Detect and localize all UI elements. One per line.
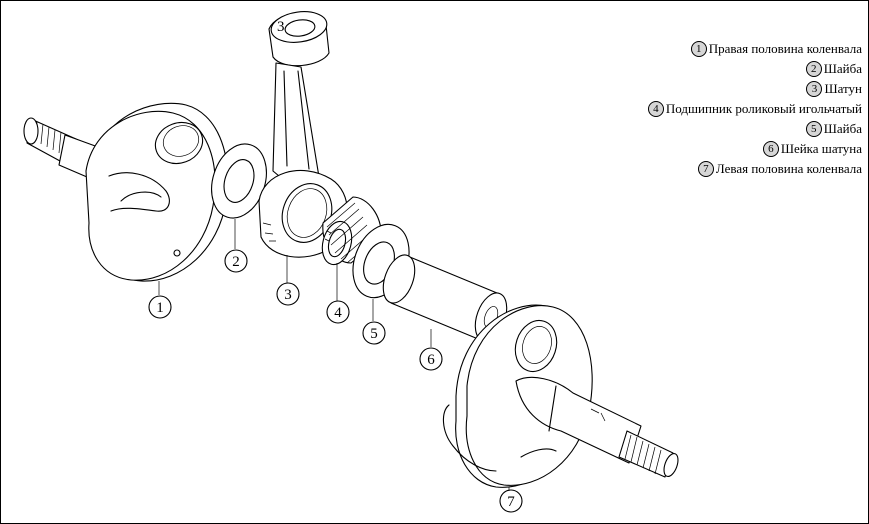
washer-2 xyxy=(211,143,267,219)
legend-number-badge: 3 xyxy=(806,81,823,97)
svg-text:6: 6 xyxy=(427,352,435,368)
legend-label: Подшипник роликовый игольчатый xyxy=(665,101,862,116)
legend-label: Шатун xyxy=(824,81,862,96)
callout-1: 1 xyxy=(148,295,172,319)
needle-roller-bearing xyxy=(321,196,382,266)
svg-text:2: 2 xyxy=(232,254,240,270)
right-crank-half xyxy=(23,102,229,282)
svg-text:7: 7 xyxy=(507,494,515,510)
legend-label: Шейка шатуна xyxy=(780,141,862,156)
leader-lines xyxy=(158,219,510,491)
callout-3: 3 xyxy=(276,282,300,306)
callouts: 1 2 3 4 5 6 7 xyxy=(148,249,523,513)
left-crank-half xyxy=(442,304,679,488)
svg-text:4: 4 xyxy=(334,305,342,321)
callout-5: 5 xyxy=(362,321,386,345)
svg-text:3: 3 xyxy=(284,287,292,303)
callout-6: 6 xyxy=(419,347,443,371)
svg-text:5: 5 xyxy=(370,326,378,342)
legend-number-badge: 6 xyxy=(762,141,779,157)
callout-4: 4 xyxy=(326,300,350,324)
legend-label: Правая половина коленвала xyxy=(708,41,862,56)
legend-number-badge: 1 xyxy=(690,41,707,57)
svg-text:1: 1 xyxy=(156,300,164,316)
conrod-part-mark: 3 xyxy=(277,19,285,35)
legend-number-badge: 5 xyxy=(805,121,822,137)
legend-number-badge: 4 xyxy=(647,101,664,117)
legend-number-badge: 2 xyxy=(805,61,822,77)
legend-label: Шайба xyxy=(823,61,862,76)
callout-7: 7 xyxy=(499,489,523,513)
legend-label: Левая половина коленвала xyxy=(715,161,862,176)
legend-label: Шайба xyxy=(823,121,862,136)
callout-2: 2 xyxy=(224,249,248,273)
legend-number-badge: 7 xyxy=(697,161,714,177)
